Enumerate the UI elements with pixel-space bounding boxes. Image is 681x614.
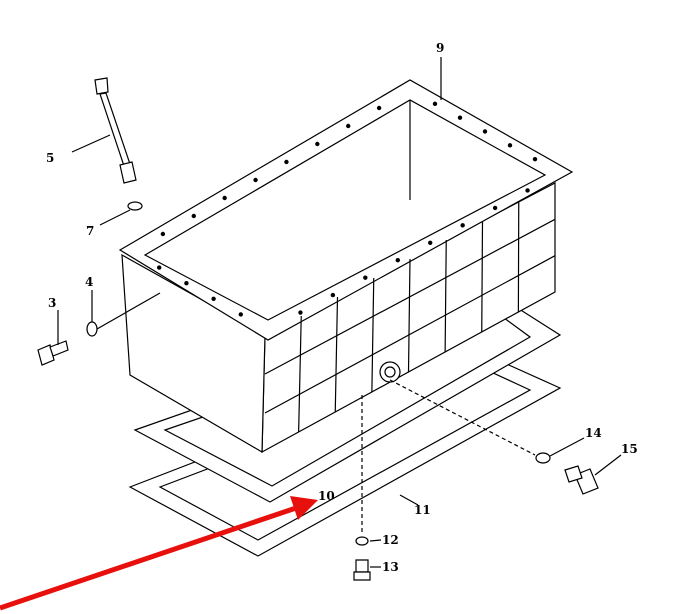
bolt-hole [330,292,336,298]
callout-5: 5 [46,151,54,165]
rib-line [264,218,556,375]
bolt-hole [457,115,463,120]
bolt-hole [532,156,538,162]
bolt-hole [211,296,216,301]
callout-3: 3 [48,296,56,310]
callout-9: 9 [436,41,444,55]
bolt-hole [298,310,303,315]
callout-12: 12 [382,533,399,547]
callout-10: 10 [318,489,335,503]
red-pointer-arrow [0,496,318,611]
bolt-hole [395,258,400,263]
bolt-hole [184,281,189,286]
bolt-hole [315,141,320,147]
bolt-hole [160,231,166,237]
washer-14 [535,452,551,464]
rib-line [481,220,484,333]
rib-line [334,296,339,413]
washer-7 [127,201,143,211]
oil-pan-9 [118,79,574,454]
bolt-hole [428,240,433,245]
bolt-hole [432,101,438,107]
rib-line [371,277,375,393]
bolt-hole [157,265,162,270]
plug-15 [564,465,599,495]
callout-13: 13 [382,560,399,574]
rib-line [298,315,302,433]
bolt-hole [191,213,196,219]
bolt-hole [507,143,513,148]
callout-14: 14 [585,426,602,440]
callout-11: 11 [414,503,431,517]
bolt-hole [376,105,382,111]
rib-line [444,239,447,353]
rib-line [264,255,556,414]
bolt-hole [482,129,488,134]
bolt-hole [238,312,243,317]
bolt-hole [363,275,368,280]
bolt-hole [284,159,289,165]
leader-lines [57,57,622,568]
bolt-hole [346,123,351,129]
callout-7: 7 [86,224,94,238]
bolt-hole [222,195,227,201]
callout-15: 15 [621,442,638,456]
rib-line [407,258,411,373]
bolt-hole [253,177,258,183]
bolt-hole [460,223,465,228]
bolt-hole [492,205,498,211]
washer-12 [355,536,369,546]
washer-4 [86,321,98,337]
callout-4: 4 [85,275,93,289]
dipstick-5 [94,77,137,184]
bolt-3 [37,340,69,366]
bolt-hole [525,188,530,193]
bolt-13 [353,559,371,581]
